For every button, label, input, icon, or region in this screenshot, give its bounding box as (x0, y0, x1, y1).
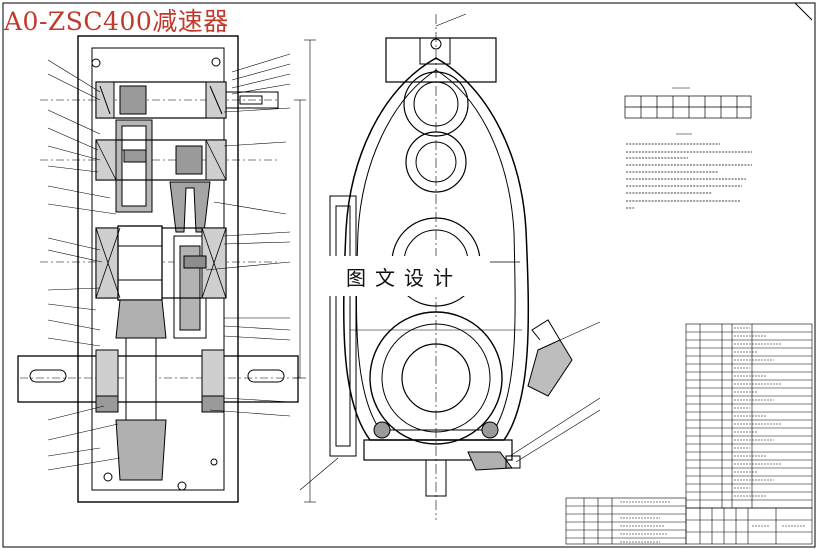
watermark-label: 图文设计 (318, 256, 490, 296)
output-shaft (17, 349, 299, 413)
dimension-lines (294, 39, 316, 503)
technical-requirements-notes (626, 133, 752, 209)
leader-lines-left (47, 59, 121, 471)
parts-list-table (685, 323, 813, 509)
gearbox-side-view (299, 13, 601, 520)
revision-table (565, 497, 687, 545)
frame-top-right-mark (794, 2, 813, 21)
output-gear (115, 299, 167, 481)
intermediate-shaft-1 (95, 139, 227, 181)
mounting-holes (91, 57, 221, 491)
intermediate-shaft-2 (95, 225, 227, 301)
gearbox-plan-view (17, 35, 316, 503)
technical-characteristics-table (624, 87, 752, 119)
drawing-title: A0-ZSC400减速器 (4, 7, 229, 36)
intermediate-gear-1 (115, 119, 153, 213)
bearing-markers (95, 139, 227, 299)
leader-lines-right (205, 53, 291, 417)
input-shaft (95, 81, 279, 119)
leader-lines-side (299, 13, 601, 491)
title-block (685, 507, 813, 545)
